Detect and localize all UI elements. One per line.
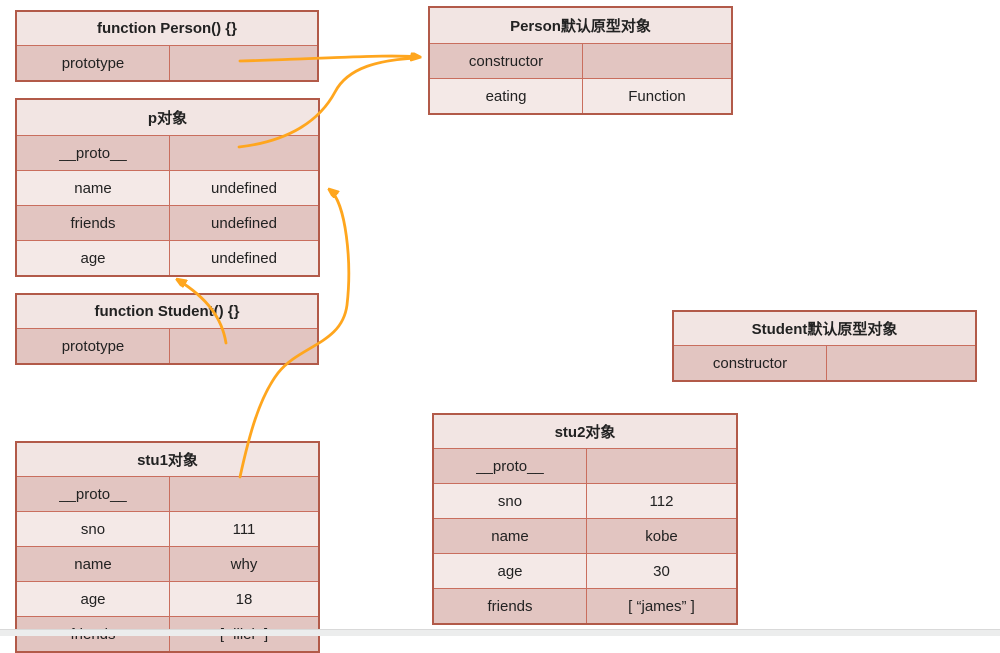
row-label: sno [434, 484, 587, 518]
row-label: __proto__ [434, 449, 587, 483]
row-label: sno [17, 512, 170, 546]
row-label: age [17, 582, 170, 616]
table-title: Student默认原型对象 [674, 312, 975, 345]
row-label: eating [430, 79, 583, 113]
table-title: function Person() {} [17, 12, 317, 45]
object-table-student-fn: function Student() {}prototype [15, 293, 319, 365]
table-title: stu2对象 [434, 415, 736, 448]
row-value: undefined [211, 249, 277, 267]
row-label: age [434, 554, 587, 588]
table-row-prototype: prototype [17, 328, 317, 363]
table-row-age: age undefined [17, 240, 318, 275]
table-row-name: name why [17, 546, 318, 581]
table-row-friends: friends undefined [17, 205, 318, 240]
row-value: 112 [649, 492, 674, 510]
row-value: 18 [235, 590, 253, 608]
table-row-name: name kobe [434, 518, 736, 553]
table-title: stu1对象 [17, 443, 318, 476]
object-table-p-obj: p对象__proto__name undefined friends undefine… [15, 98, 320, 277]
table-row-proto: __proto__ [17, 476, 318, 511]
row-value [170, 329, 317, 363]
table-title: p对象 [17, 100, 318, 135]
table-row-proto: __proto__ [17, 135, 318, 170]
row-value: why [230, 555, 258, 573]
row-value [170, 136, 318, 170]
row-label: constructor [674, 346, 827, 380]
row-label: name [434, 519, 587, 553]
row-label: friends [17, 206, 170, 240]
row-value: undefined [211, 214, 277, 232]
row-value [583, 44, 731, 78]
object-table-stu2: stu2对象__proto__sno 112 name kobe age 30 friend… [432, 413, 738, 625]
table-row-constructor: constructor [674, 345, 975, 380]
row-label: name [17, 547, 170, 581]
table-title: Person默认原型对象 [430, 8, 731, 43]
row-label: age [17, 241, 170, 275]
table-row-sno: sno 111 [17, 511, 318, 546]
row-label: prototype [17, 329, 170, 363]
row-value [827, 346, 975, 380]
row-value: Function [628, 87, 686, 105]
row-label: name [17, 171, 170, 205]
table-row-prototype: prototype [17, 45, 317, 80]
row-value [170, 46, 317, 80]
row-value: 30 [653, 562, 670, 580]
table-row-constructor: constructor [430, 43, 731, 78]
object-table-person-fn: function Person() {}prototype [15, 10, 319, 82]
row-value [170, 477, 318, 511]
table-row-friends: friends [ “james” ] [434, 588, 736, 623]
row-label: constructor [430, 44, 583, 78]
table-row-age: age 30 [434, 553, 736, 588]
row-label: __proto__ [17, 477, 170, 511]
object-table-stu1: stu1对象__proto__sno111namewhyage18friends… [15, 441, 320, 653]
table-row-age: age 18 [17, 581, 318, 616]
bottom-edge-bar [0, 629, 1000, 636]
row-value: kobe [645, 527, 678, 545]
table-row-sno: sno 112 [434, 483, 736, 518]
table-title: function Student() {} [17, 295, 317, 328]
table-row-eating: eating Function [430, 78, 731, 113]
table-row-proto: __proto__ [434, 448, 736, 483]
row-label: friends [434, 589, 587, 623]
row-value [587, 449, 736, 483]
row-label: prototype [17, 46, 170, 80]
row-label: __proto__ [17, 136, 170, 170]
table-row-name: name undefined [17, 170, 318, 205]
row-value: undefined [211, 179, 277, 197]
row-value: 111 [232, 520, 256, 538]
row-value: [ “james” ] [628, 597, 695, 615]
